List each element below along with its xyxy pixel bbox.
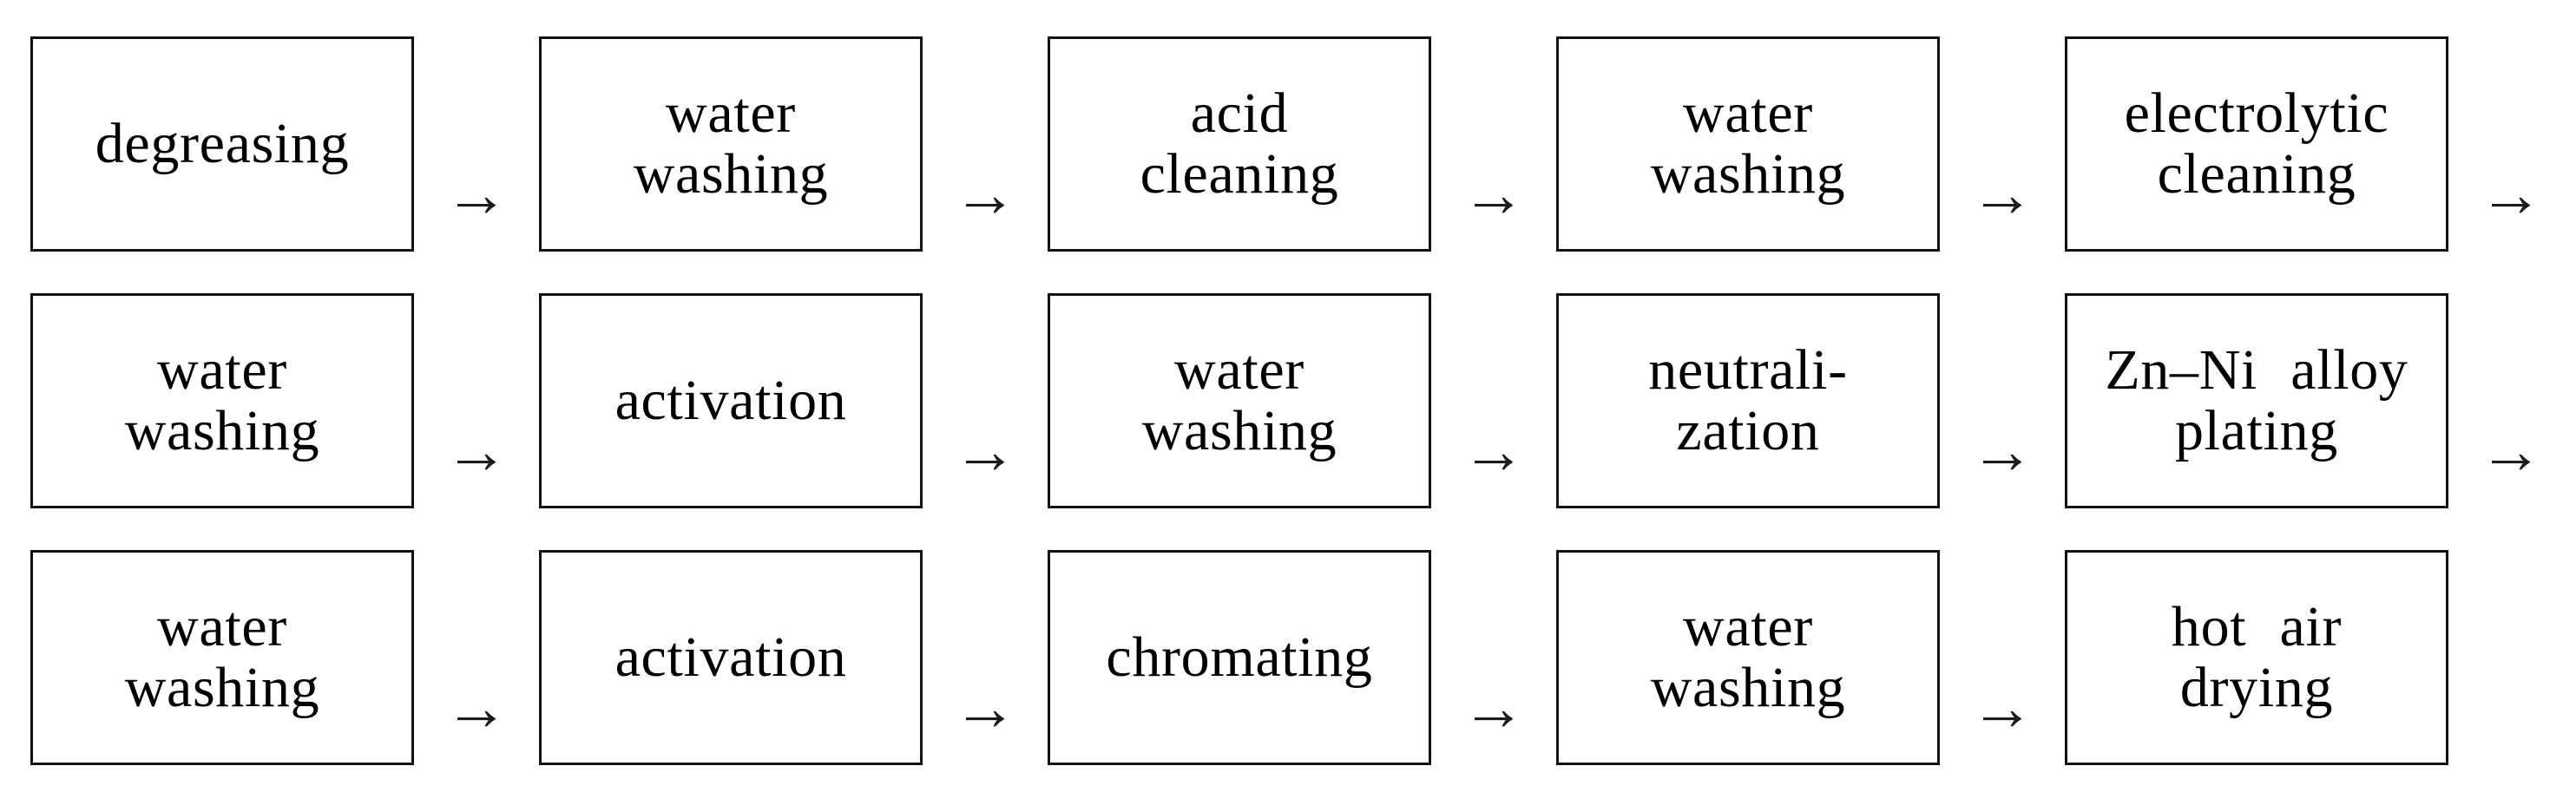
arrow-gap: → <box>414 293 539 508</box>
right-arrow-icon: → <box>1462 160 1526 231</box>
step-box: activation <box>539 293 923 508</box>
arrow-gap: → <box>923 550 1048 765</box>
step-box: water washing <box>30 550 414 765</box>
arrow-gap: → <box>1431 36 1556 252</box>
right-arrow-icon: → <box>444 416 509 488</box>
step-label: activation <box>614 625 847 690</box>
step-label: water washing <box>124 595 320 719</box>
step-label: Zn–Ni alloy plating <box>2105 338 2408 462</box>
step-box: water washing <box>1556 36 1940 252</box>
step-box: neutrali- zation <box>1556 293 1940 508</box>
arrow-gap: → <box>1940 36 2065 252</box>
step-label: hot air drying <box>2171 595 2343 719</box>
step-label: water washing <box>1141 338 1337 462</box>
step-box: water washing <box>1556 550 1940 765</box>
row-end-gap <box>2448 550 2573 765</box>
step-label: electrolytic cleaning <box>2124 82 2389 206</box>
step-label: neutrali- zation <box>1648 338 1848 462</box>
arrow-gap: → <box>923 293 1048 508</box>
arrow-gap: → <box>1940 550 2065 765</box>
step-label: water washing <box>124 338 320 462</box>
flow-row-2: water washing → activation → water washi… <box>30 293 2573 508</box>
step-label: chromating <box>1106 625 1373 690</box>
step-label: water washing <box>1650 82 1846 206</box>
right-arrow-icon: → <box>444 673 509 744</box>
right-arrow-icon: → <box>1462 673 1526 744</box>
step-box: chromating <box>1048 550 1431 765</box>
arrow-gap: → <box>1940 293 2065 508</box>
step-box: Zn–Ni alloy plating <box>2065 293 2448 508</box>
right-arrow-icon: → <box>1462 416 1526 488</box>
row-continuation-gap: → <box>2448 36 2573 252</box>
arrow-gap: → <box>414 36 539 252</box>
arrow-gap: → <box>1431 550 1556 765</box>
right-arrow-icon: → <box>953 160 1017 231</box>
right-arrow-icon: → <box>2479 416 2543 488</box>
step-box: electrolytic cleaning <box>2065 36 2448 252</box>
right-arrow-icon: → <box>444 160 509 231</box>
flow-row-3: water washing → activation → chromating … <box>30 550 2573 765</box>
right-arrow-icon: → <box>953 673 1017 744</box>
step-box: water washing <box>1048 293 1431 508</box>
step-box: water washing <box>30 293 414 508</box>
step-box: hot air drying <box>2065 550 2448 765</box>
arrow-gap: → <box>923 36 1048 252</box>
row-continuation-gap: → <box>2448 293 2573 508</box>
step-label: acid cleaning <box>1140 82 1339 206</box>
right-arrow-icon: → <box>1970 673 2034 744</box>
step-label: water washing <box>633 82 829 206</box>
step-label: water washing <box>1650 595 1846 719</box>
right-arrow-icon: → <box>953 416 1017 488</box>
right-arrow-icon: → <box>2479 160 2543 231</box>
right-arrow-icon: → <box>1970 416 2034 488</box>
arrow-gap: → <box>414 550 539 765</box>
right-arrow-icon: → <box>1970 160 2034 231</box>
flow-row-1: degreasing → water washing → acid cleani… <box>30 36 2573 252</box>
arrow-gap: → <box>1431 293 1556 508</box>
step-box: acid cleaning <box>1048 36 1431 252</box>
step-box: activation <box>539 550 923 765</box>
step-box: water washing <box>539 36 923 252</box>
step-label: degreasing <box>95 112 350 176</box>
step-box: degreasing <box>30 36 414 252</box>
step-label: activation <box>614 369 847 433</box>
